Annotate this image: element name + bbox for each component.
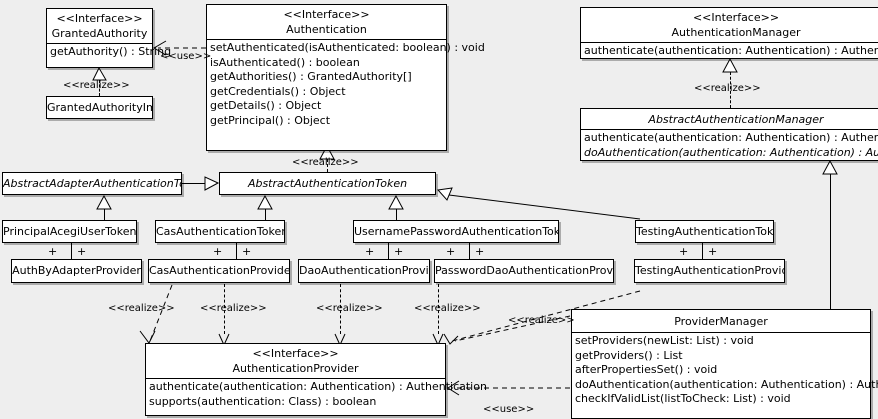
authentication-manager-stereotype: <<Interface>> <box>692 11 780 24</box>
class-cas-authentication-provider[interactable]: CasAuthenticationProvider <box>148 259 290 283</box>
class-abstract-authentication-manager-header: AbstractAuthenticationManager <box>581 109 878 129</box>
line-assoc-testing-testingprovider <box>702 243 703 259</box>
operation-row: getProviders() : List <box>575 348 683 362</box>
granted-authority-operations: getAuthority() : String <box>47 44 172 61</box>
line-abstractmanager-realize <box>730 72 731 108</box>
label-realize-providermanager: <<realize>> <box>508 315 575 326</box>
class-provider-manager-header: ProviderManager <box>572 310 870 332</box>
class-password-dao-authentication-provider[interactable]: PasswordDaoAuthenticationProvider <box>434 259 614 283</box>
abstract-authentication-manager-operations: authenticate(authentication: Authenticat… <box>581 130 878 161</box>
line-assoc-username-passworddaoprovider <box>469 243 470 259</box>
provider-manager-separator <box>572 332 870 333</box>
operation-row: getCredentials() : Object <box>210 84 346 98</box>
assoc-plus-cas-right: + <box>242 245 252 258</box>
label-realize-abstracttoken: <<realize>> <box>292 157 359 168</box>
class-provider-manager[interactable]: ProviderManager setProviders(newList: Li… <box>571 309 878 419</box>
class-authentication-header: <<Interface>> Authentication <box>207 5 446 39</box>
class-username-password-authentication-token[interactable]: UsernamePasswordAuthenticationToken <box>353 220 559 243</box>
operation-row: doAuthentication(authentication: Authent… <box>584 145 878 159</box>
label-use-authentication-grantedauthority: <<use>> <box>160 51 212 62</box>
class-principal-acegi-user-token[interactable]: PrincipalAcegiUserToken <box>2 220 137 243</box>
assoc-plus-principal-right: + <box>77 245 87 258</box>
label-realize-abstractmanager: <<realize>> <box>694 83 761 94</box>
assoc-plus-username-2: + <box>394 245 404 258</box>
class-granted-authority-header: <<Interface>> GrantedAuthority <box>47 9 152 43</box>
label-use-providermanager: <<use>> <box>483 404 535 415</box>
class-authentication-provider[interactable]: <<Interface>> AuthenticationProvider aut… <box>145 343 487 416</box>
class-dao-authentication-provider[interactable]: DaoAuthenticationProvider <box>298 259 430 283</box>
line-abstracttoken-realize-authentication <box>327 159 328 172</box>
authentication-provider-name: AuthenticationProvider <box>232 362 359 375</box>
authentication-operations: setAuthenticated(isAuthenticated: boolea… <box>207 40 485 129</box>
class-authentication-provider-header: <<Interface>> AuthenticationProvider <box>146 344 445 378</box>
line-principaltoken-generalization <box>104 209 105 220</box>
class-authentication[interactable]: <<Interface>> Authentication setAuthenti… <box>206 4 485 151</box>
authentication-manager-name: AuthenticationManager <box>671 26 801 39</box>
abstract-authentication-manager-separator <box>581 129 878 130</box>
operation-row: isAuthenticated() : boolean <box>210 55 360 69</box>
operation-row: getAuthority() : String <box>50 45 172 58</box>
assoc-plus-testing-left: + <box>679 245 689 258</box>
label-realize-daoprovider: <<realize>> <box>316 303 383 314</box>
authentication-manager-operations: authenticate(authentication: Authenticat… <box>581 43 878 60</box>
label-realize-casprovider: <<realize>> <box>200 303 267 314</box>
assoc-plus-username-1: + <box>365 245 375 258</box>
class-granted-authority-impl[interactable]: GrantedAuthorityImpl <box>46 96 153 119</box>
assoc-plus-username-3: + <box>446 245 456 258</box>
line-castoken-generalization <box>265 209 266 220</box>
operation-row: authenticate(authentication: Authenticat… <box>584 44 878 57</box>
label-realize-authbyadapterprovider: <<realize>> <box>108 303 175 314</box>
authentication-provider-separator <box>146 378 445 379</box>
class-abstract-adapter-authentication-token[interactable]: AbstractAdapterAuthenticationToken <box>2 172 182 195</box>
provider-manager-name: ProviderManager <box>674 315 768 328</box>
operation-row: getPrincipal() : Object <box>210 113 331 127</box>
class-testing-authentication-token[interactable]: TestingAuthenticationToken <box>635 220 774 243</box>
provider-manager-operations: setProviders(newList: List) : void getPr… <box>572 333 878 408</box>
operation-row: getAuthorities() : GrantedAuthority[] <box>210 70 412 83</box>
class-granted-authority[interactable]: <<Interface>> GrantedAuthority getAuthor… <box>46 8 172 68</box>
line-usernametoken-generalization <box>396 209 397 220</box>
line-passworddaoprovider-realize <box>438 284 439 334</box>
line-assoc-username-daoprovider <box>388 243 389 259</box>
authentication-stereotype: <<Interface>> <box>283 8 370 21</box>
operation-row: supports(authentication: Class) : boolea… <box>149 394 377 408</box>
operation-row: authenticate(authentication: Authenticat… <box>149 380 487 393</box>
operation-row: afterPropertiesSet() : void <box>575 363 718 376</box>
assoc-plus-username-4: + <box>475 245 485 258</box>
assoc-plus-principal-left: + <box>48 245 58 258</box>
line-grantedauthorityimpl-realize <box>99 80 100 96</box>
line-assoc-cas-casprovider <box>236 243 237 259</box>
assoc-plus-testing-right: + <box>708 245 718 258</box>
operation-row: setAuthenticated(isAuthenticated: boolea… <box>210 41 485 54</box>
label-realize-grantedauthorityimpl: <<realize>> <box>63 80 130 91</box>
authentication-manager-separator <box>581 42 878 43</box>
authentication-provider-operations: authenticate(authentication: Authenticat… <box>146 379 487 410</box>
operation-row: checkIfValidList(listToCheck: List) : vo… <box>575 392 791 405</box>
line-assoc-principal-authbyadapter <box>71 243 72 259</box>
authentication-name: Authentication <box>286 23 367 36</box>
line-providermanager-generalization <box>830 174 831 309</box>
line-daoprovider-realize <box>340 284 341 334</box>
class-authentication-manager[interactable]: <<Interface>> AuthenticationManager auth… <box>580 7 878 59</box>
assoc-plus-cas-left: + <box>213 245 223 258</box>
class-abstract-authentication-token[interactable]: AbstractAuthenticationToken <box>219 172 436 195</box>
authentication-separator <box>207 39 446 40</box>
operation-row: setProviders(newList: List) : void <box>575 334 754 347</box>
granted-authority-separator <box>47 43 152 44</box>
granted-authority-name: GrantedAuthority <box>51 27 148 40</box>
operation-row: authenticate(authentication: Authenticat… <box>584 131 878 144</box>
class-cas-authentication-token[interactable]: CasAuthenticationToken <box>155 220 285 243</box>
class-testing-authentication-provider[interactable]: TestingAuthenticationProvider <box>634 259 785 283</box>
authentication-provider-stereotype: <<Interface>> <box>252 347 339 360</box>
label-realize-passworddaoprovider: <<realize>> <box>414 303 481 314</box>
class-authentication-manager-header: <<Interface>> AuthenticationManager <box>581 8 878 42</box>
class-auth-by-adapter-provider[interactable]: AuthByAdapterProvider <box>11 259 142 283</box>
granted-authority-stereotype: <<Interface>> <box>56 12 143 25</box>
line-casprovider-realize <box>224 284 225 334</box>
line-adaptertoken-to-abstracttoken <box>182 183 206 184</box>
abstract-authentication-manager-name: AbstractAuthenticationManager <box>648 113 824 126</box>
class-abstract-authentication-manager[interactable]: AbstractAuthenticationManager authentica… <box>580 108 878 161</box>
operation-row: getDetails() : Object <box>210 99 322 112</box>
operation-row: doAuthentication(authentication: Authent… <box>575 377 878 391</box>
